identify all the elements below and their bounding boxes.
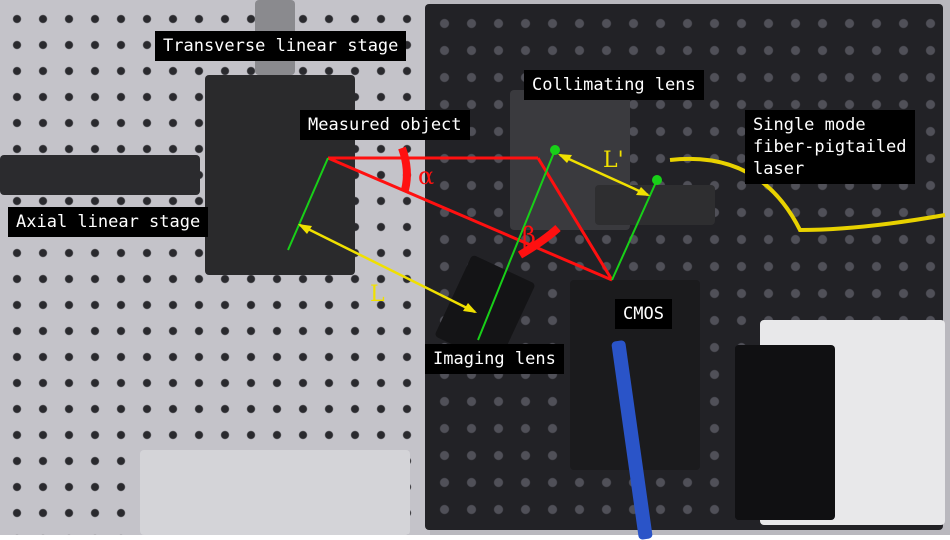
optical-axis-lines bbox=[287, 149, 658, 341]
label-collimating-lens: Collimating lens bbox=[524, 70, 704, 100]
transverse-stage-body bbox=[205, 75, 355, 275]
arrowhead bbox=[558, 154, 572, 163]
distance-markers bbox=[299, 153, 649, 314]
label-transverse-linear-stage: Transverse linear stage bbox=[155, 31, 407, 61]
label-axial-linear-stage: Axial linear stage bbox=[8, 207, 209, 237]
label-laser: Single mode fiber-pigtailed laser bbox=[745, 110, 915, 184]
cmos-stage-front bbox=[735, 345, 835, 520]
symbol-alpha: α bbox=[418, 162, 435, 190]
axial-stage-rod bbox=[0, 155, 200, 195]
fiber-cable bbox=[669, 156, 946, 233]
label-measured-object: Measured object bbox=[300, 110, 470, 140]
symbol-beta: β bbox=[522, 222, 536, 250]
collimator-point bbox=[550, 145, 560, 155]
symbol-L-prime: L' bbox=[603, 148, 624, 173]
angle-beta-arc bbox=[517, 225, 561, 259]
symbol-L: L bbox=[370, 282, 385, 307]
label-imaging-lens: Imaging lens bbox=[425, 344, 564, 374]
laser-beam-path bbox=[327, 156, 614, 282]
bottom-block bbox=[140, 450, 410, 535]
arrowhead bbox=[298, 224, 312, 234]
angle-alpha-arc bbox=[398, 146, 411, 191]
arrowhead bbox=[463, 303, 477, 313]
fiber-adapter bbox=[595, 185, 715, 225]
label-cmos: CMOS bbox=[615, 299, 672, 329]
arrowhead bbox=[636, 187, 650, 196]
fiber-point bbox=[652, 175, 662, 185]
